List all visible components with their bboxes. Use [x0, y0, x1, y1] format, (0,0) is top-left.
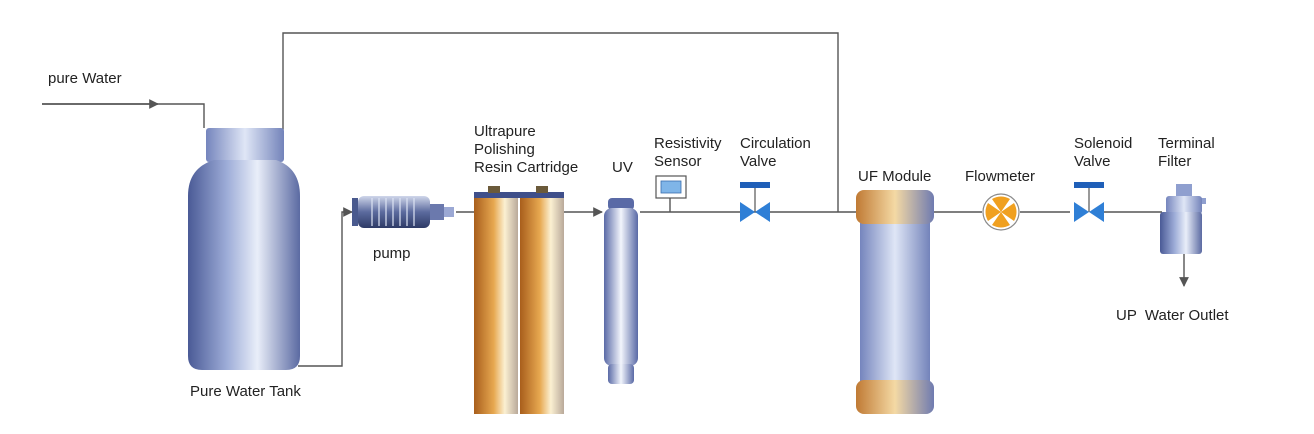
flowmeter-label: Flowmeter: [965, 168, 1035, 185]
circulation-valve-label-1: Circulation: [740, 135, 811, 152]
resistivity-sensor-label-1: Resistivity: [654, 135, 722, 152]
resin-cartridge-label-2: Polishing: [474, 141, 535, 158]
recirculation-return-pipe: [282, 32, 839, 212]
pump-outlet-fitting: [430, 204, 444, 220]
inlet-pipe: [42, 103, 205, 128]
solenoid-valve-body: [1074, 202, 1104, 222]
resistivity-sensor-label-2: Sensor: [654, 153, 702, 170]
terminal-filter-head: [1166, 196, 1202, 214]
tank-label: Pure Water Tank: [190, 383, 301, 400]
resin-cartridge: [474, 186, 564, 414]
pure-water-in-label: pure Water: [48, 70, 122, 87]
flowmeter: [982, 193, 1020, 231]
tank-to-pump-pipe: [298, 207, 353, 367]
pump: [352, 196, 454, 228]
terminal-filter: [1160, 184, 1206, 254]
uf-top-cap: [856, 190, 934, 224]
resin-cartridge-label-1: Ultrapure: [474, 123, 536, 140]
labels: pure Water Pure Water Tank pump Ultrapur…: [48, 70, 1229, 400]
uf-body: [860, 222, 930, 388]
cartridge-left: [474, 196, 518, 414]
uf-module: [856, 190, 934, 414]
circulation-valve: [740, 182, 770, 222]
solenoid-valve-label-1: Solenoid: [1074, 135, 1132, 152]
circulation-valve-label-2: Valve: [740, 153, 776, 170]
resin-cartridge-label-3: Resin Cartridge: [474, 159, 578, 176]
resistivity-sensor: [655, 175, 687, 199]
solenoid-valve: [1074, 182, 1104, 222]
uf-bottom-cap: [856, 380, 934, 414]
pump-flange: [352, 198, 358, 226]
terminal-filter-label-1: Terminal: [1158, 135, 1215, 152]
uv-body: [604, 208, 638, 366]
solenoid-valve-label-2: Valve: [1074, 153, 1110, 170]
pump-body: [358, 196, 430, 228]
pump-label: pump: [373, 245, 411, 262]
terminal-filter-label-2: Filter: [1158, 153, 1191, 170]
uv-label: UV: [612, 159, 633, 176]
circulation-valve-body: [740, 202, 770, 222]
tank-body: [188, 160, 300, 370]
tank-neck: [206, 128, 284, 162]
pure-water-tank: [188, 128, 300, 370]
outlet-label: UP Water Outlet: [1116, 307, 1229, 324]
uf-module-label: UF Module: [858, 168, 931, 185]
cartridge-right: [520, 196, 564, 414]
uv-sterilizer: [604, 198, 638, 384]
terminal-filter-housing: [1160, 212, 1202, 254]
